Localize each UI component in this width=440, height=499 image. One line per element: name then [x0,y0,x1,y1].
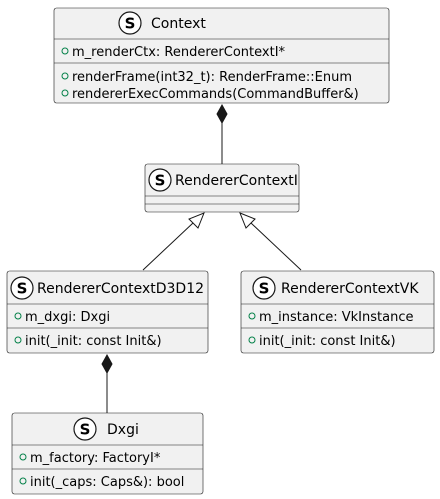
class-box [53,7,390,104]
public-visibility-icon [61,47,69,55]
generalization-arrowhead [188,212,205,229]
public-visibility-icon [248,336,256,344]
class-field: m_instance: VkInstance [259,310,413,325]
public-visibility-icon [248,312,256,320]
class-name: RendererContextVK [281,281,419,297]
public-visibility-icon [19,453,27,461]
class-field: m_dxgi: Dxgi [25,310,110,325]
relation-renderercontexti-vk [239,212,302,271]
composition-diamond [101,353,113,375]
stereotype-letter: S [80,421,91,439]
struct-stereotype-icon [252,276,276,300]
class-method: init(_init: const Init&) [25,334,162,349]
class-field: m_renderCtx: RendererContextI* [72,45,286,60]
public-visibility-icon [14,336,22,344]
class-box [6,270,209,354]
public-visibility-icon [61,72,69,80]
struct-stereotype-icon [73,417,97,441]
struct-stereotype-icon [148,168,172,192]
class-field: m_factory: FactoryI* [30,451,161,466]
relation-renderercontexti-d3d12 [142,212,205,271]
relation-context-renderercontexti [216,103,228,164]
public-visibility-icon [14,312,22,320]
generalization-line [142,222,194,271]
class-renderercontextd3d12[interactable]: S RendererContextD3D12 m_dxgi: Dxgi init… [6,270,209,354]
composition-diamond [216,103,228,125]
stereotype-letter: S [259,280,270,298]
class-method: init(_init: const Init&) [259,334,396,349]
class-box [144,163,300,213]
class-context[interactable]: S Context m_renderCtx: RendererContextI*… [53,7,390,104]
class-box [240,270,435,354]
class-method: renderFrame(int32_t): RenderFrame::Enum [72,70,352,85]
struct-stereotype-icon [118,11,142,35]
class-dxgi[interactable]: S Dxgi m_factory: FactoryI* init(_caps: … [11,412,204,495]
generalization-line [250,222,302,271]
class-box [11,412,204,495]
struct-stereotype-icon [10,276,34,300]
class-method: init(_caps: Caps&): bool [30,475,184,490]
relation-d3d12-dxgi [101,353,113,413]
stereotype-letter: S [125,15,136,33]
stereotype-letter: S [155,172,166,190]
class-name: RendererContextD3D12 [37,281,204,297]
stereotype-letter: S [17,280,28,298]
public-visibility-icon [19,477,27,485]
class-method: rendererExecCommands(CommandBuffer&) [72,87,359,102]
class-name: Context [151,16,206,32]
public-visibility-icon [61,89,69,97]
class-renderercontextvk[interactable]: S RendererContextVK m_instance: VkInstan… [240,270,435,354]
class-name: RendererContextI [175,173,298,189]
class-name: Dxgi [107,422,139,438]
class-renderercontexti[interactable]: S RendererContextI [144,163,300,213]
generalization-arrowhead [239,212,256,229]
